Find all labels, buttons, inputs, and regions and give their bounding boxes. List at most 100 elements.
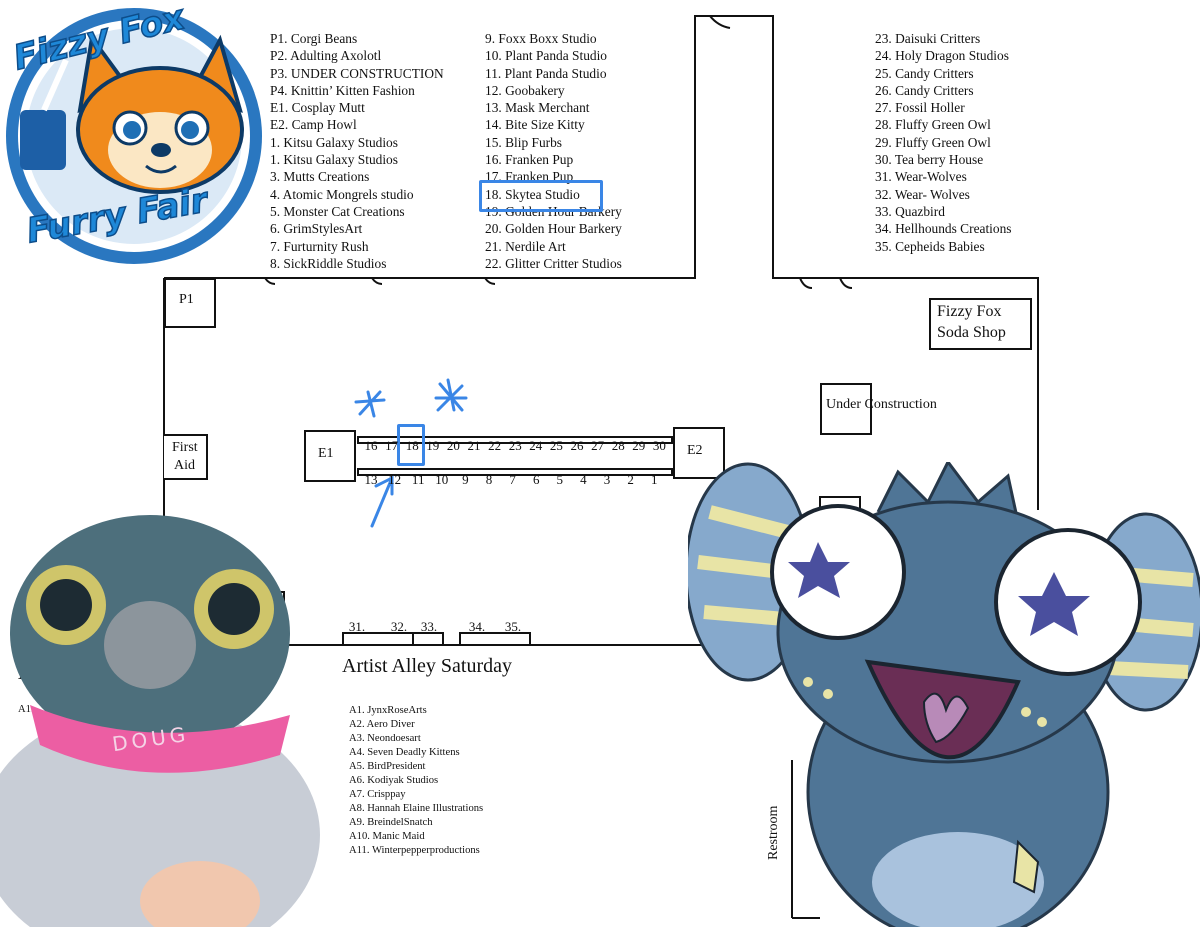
table-number[interactable]: 12 bbox=[388, 472, 402, 487]
vendor-list-item: 25. Candy Critters bbox=[875, 65, 974, 81]
vendor-list-item: 1. Kitsu Galaxy Studios bbox=[270, 152, 398, 168]
vendor-list-item: 30. Tea berry House bbox=[875, 152, 984, 168]
vendor-list-item: 35. Cepheids Babies bbox=[875, 238, 985, 254]
table-number[interactable]: 2 bbox=[627, 472, 634, 487]
vendor-list-item: 21. Nerdile Art bbox=[485, 238, 566, 254]
table-number[interactable]: 19 bbox=[426, 438, 440, 453]
table-number[interactable]: 17 bbox=[385, 438, 399, 453]
vendor-list-item: P2. Adulting Axolotl bbox=[270, 48, 382, 64]
wall-table-number[interactable]: 32. bbox=[390, 619, 408, 634]
vendor-list-item: 15. Blip Furbs bbox=[485, 134, 563, 150]
artist-alley-item: A1. JynxRoseArts bbox=[349, 705, 427, 716]
artist-alley-item: A3. Neondoesart bbox=[349, 733, 421, 744]
vendor-list-item: 7. Furturnity Rush bbox=[270, 238, 369, 254]
vendor-list-item: 22. Glitter Critter Studios bbox=[485, 255, 622, 271]
wall-table-number[interactable]: 31. bbox=[348, 619, 366, 634]
vendor-list-item: P1. Corgi Beans bbox=[270, 31, 358, 46]
artist-alley-item: A11. Winterpepperproductions bbox=[349, 845, 480, 856]
table-number[interactable]: 11 bbox=[411, 472, 425, 487]
vendor-list-item: 13. Mask Merchant bbox=[485, 100, 590, 116]
vendor-list-item: 3. Mutts Creations bbox=[270, 169, 370, 185]
table-number[interactable]: 27 bbox=[591, 438, 605, 453]
vendor-list-item: 16. Franken Pup bbox=[485, 152, 574, 168]
vendor-list-item: 10. Plant Panda Studio bbox=[485, 48, 608, 64]
booth-e1[interactable]: E1 bbox=[304, 430, 356, 482]
booth-p1[interactable]: P1 bbox=[164, 278, 216, 328]
table-number[interactable]: 28 bbox=[611, 438, 625, 453]
table-number[interactable]: 25 bbox=[549, 438, 563, 453]
vendor-list-item: 6. GrimStylesArt bbox=[270, 221, 363, 237]
vendor-list-item: P3. UNDER CONSTRUCTION bbox=[270, 65, 444, 81]
table-number[interactable]: 18 bbox=[405, 438, 419, 453]
vendor-list-item: 14. Bite Size Kitty bbox=[485, 117, 585, 133]
table-number[interactable]: 13 bbox=[364, 472, 378, 487]
vendor-list-item: 28. Fluffy Green Owl bbox=[875, 117, 991, 133]
table-number[interactable]: 4 bbox=[580, 472, 587, 487]
vendor-list-item: 12. Goobakery bbox=[485, 82, 565, 98]
fizzy-fox-soda-shop[interactable]: Fizzy Fox Soda Shop bbox=[929, 298, 1032, 350]
vendor-list-item: 11. Plant Panda Studio bbox=[485, 65, 607, 81]
vendor-list-item: 4. Atomic Mongrels studio bbox=[270, 186, 414, 202]
vendor-list-item: 9. Foxx Boxx Studio bbox=[485, 31, 597, 46]
table-number[interactable]: 23 bbox=[508, 438, 522, 453]
artist-alley-title: Artist Alley Saturday bbox=[342, 655, 512, 677]
table-number[interactable]: 6 bbox=[532, 472, 540, 487]
vendor-list-item: 8. SickRiddle Studios bbox=[270, 255, 387, 271]
table-number[interactable]: 22 bbox=[488, 438, 502, 453]
vendor-list-item: 5. Monster Cat Creations bbox=[270, 203, 405, 219]
wall-table-number[interactable]: 34. bbox=[468, 619, 486, 634]
vendor-list-item: P4. Knittin’ Kitten Fashion bbox=[270, 82, 415, 98]
vendor-list-item: 20. Golden Hour Barkery bbox=[485, 221, 622, 237]
skytea-studio-highlight bbox=[479, 180, 603, 212]
booth-18-highlight bbox=[397, 424, 425, 466]
booth-e2[interactable]: E2 bbox=[673, 427, 725, 479]
table-number[interactable]: 10 bbox=[435, 472, 449, 487]
first-aid-station[interactable]: First Aid bbox=[164, 434, 208, 480]
cartoon-creature-drawing bbox=[688, 462, 1200, 927]
table-number[interactable]: 7 bbox=[509, 472, 516, 487]
artist-alley-item: A6. Kodiyak Studios bbox=[349, 775, 439, 786]
vendor-list-item: 32. Wear- Wolves bbox=[875, 186, 970, 202]
vendor-list-item: 1. Kitsu Galaxy Studios bbox=[270, 134, 398, 150]
under-construction-label: Under Construction bbox=[826, 397, 937, 412]
table-number[interactable]: 9 bbox=[462, 472, 469, 487]
pigeon-plush-photo: DOUG bbox=[0, 505, 320, 927]
vendor-list-item: E2. Camp Howl bbox=[270, 117, 357, 133]
table-number[interactable]: 5 bbox=[556, 472, 564, 487]
table-number[interactable]: 21 bbox=[467, 438, 481, 453]
table-number[interactable]: 16 bbox=[364, 438, 378, 453]
wall-table-number[interactable]: 35. bbox=[504, 619, 522, 634]
vendor-list-col2: 9. Foxx Boxx Studio 10. Plant Panda Studi… bbox=[485, 30, 622, 272]
table-number[interactable]: 24 bbox=[529, 438, 543, 453]
vendor-list-item: 31. Wear-Wolves bbox=[875, 169, 967, 185]
fizzy-fox-logo: Fizzy Fox Furry Fair bbox=[0, 0, 270, 272]
table-number[interactable]: 26 bbox=[570, 438, 584, 453]
artist-alley-item: A5. BirdPresident bbox=[349, 761, 426, 772]
vendor-list-item: 23. Daisuki Critters bbox=[875, 31, 981, 46]
artist-alley-item: A10. Manic Maid bbox=[349, 831, 425, 842]
table-number[interactable]: 8 bbox=[485, 472, 493, 487]
artist-alley-item: A9. BreindelSnatch bbox=[349, 817, 433, 828]
vendor-list-col3: 23. Daisuki Critters 24. Holy Dragon Stud… bbox=[875, 30, 1012, 255]
vendor-list-item: 26. Candy Critters bbox=[875, 82, 974, 98]
table-number[interactable]: 20 bbox=[446, 438, 460, 453]
vendor-list-item: 24. Holy Dragon Studios bbox=[875, 48, 1009, 64]
table-number[interactable]: 3 bbox=[603, 472, 611, 487]
table-number[interactable]: 30 bbox=[652, 438, 666, 453]
vendor-list-item: E1. Cosplay Mutt bbox=[270, 100, 365, 116]
under-construction-booth[interactable] bbox=[820, 383, 872, 435]
wall-table-number[interactable]: 33. bbox=[420, 619, 438, 634]
partial-a1-label: A1. bbox=[18, 704, 34, 715]
artist-alley-item: A4. Seven Deadly Kittens bbox=[349, 747, 460, 758]
vendor-list-item: 27. Fossil Holler bbox=[875, 100, 965, 116]
artist-alley-item: A8. Hannah Elaine Illustrations bbox=[349, 803, 484, 814]
vendor-list-item: 34. Hellhounds Creations bbox=[875, 221, 1012, 237]
table-number[interactable]: 1 bbox=[650, 472, 658, 487]
table-number[interactable]: 29 bbox=[632, 438, 646, 453]
artist-alley-item: A2. Aero Diver bbox=[349, 719, 415, 730]
artist-alley-item: A7. Crisppay bbox=[349, 789, 406, 800]
vendor-list-item: 29. Fluffy Green Owl bbox=[875, 134, 991, 150]
vendor-list-item: 33. Quazbird bbox=[875, 203, 945, 219]
